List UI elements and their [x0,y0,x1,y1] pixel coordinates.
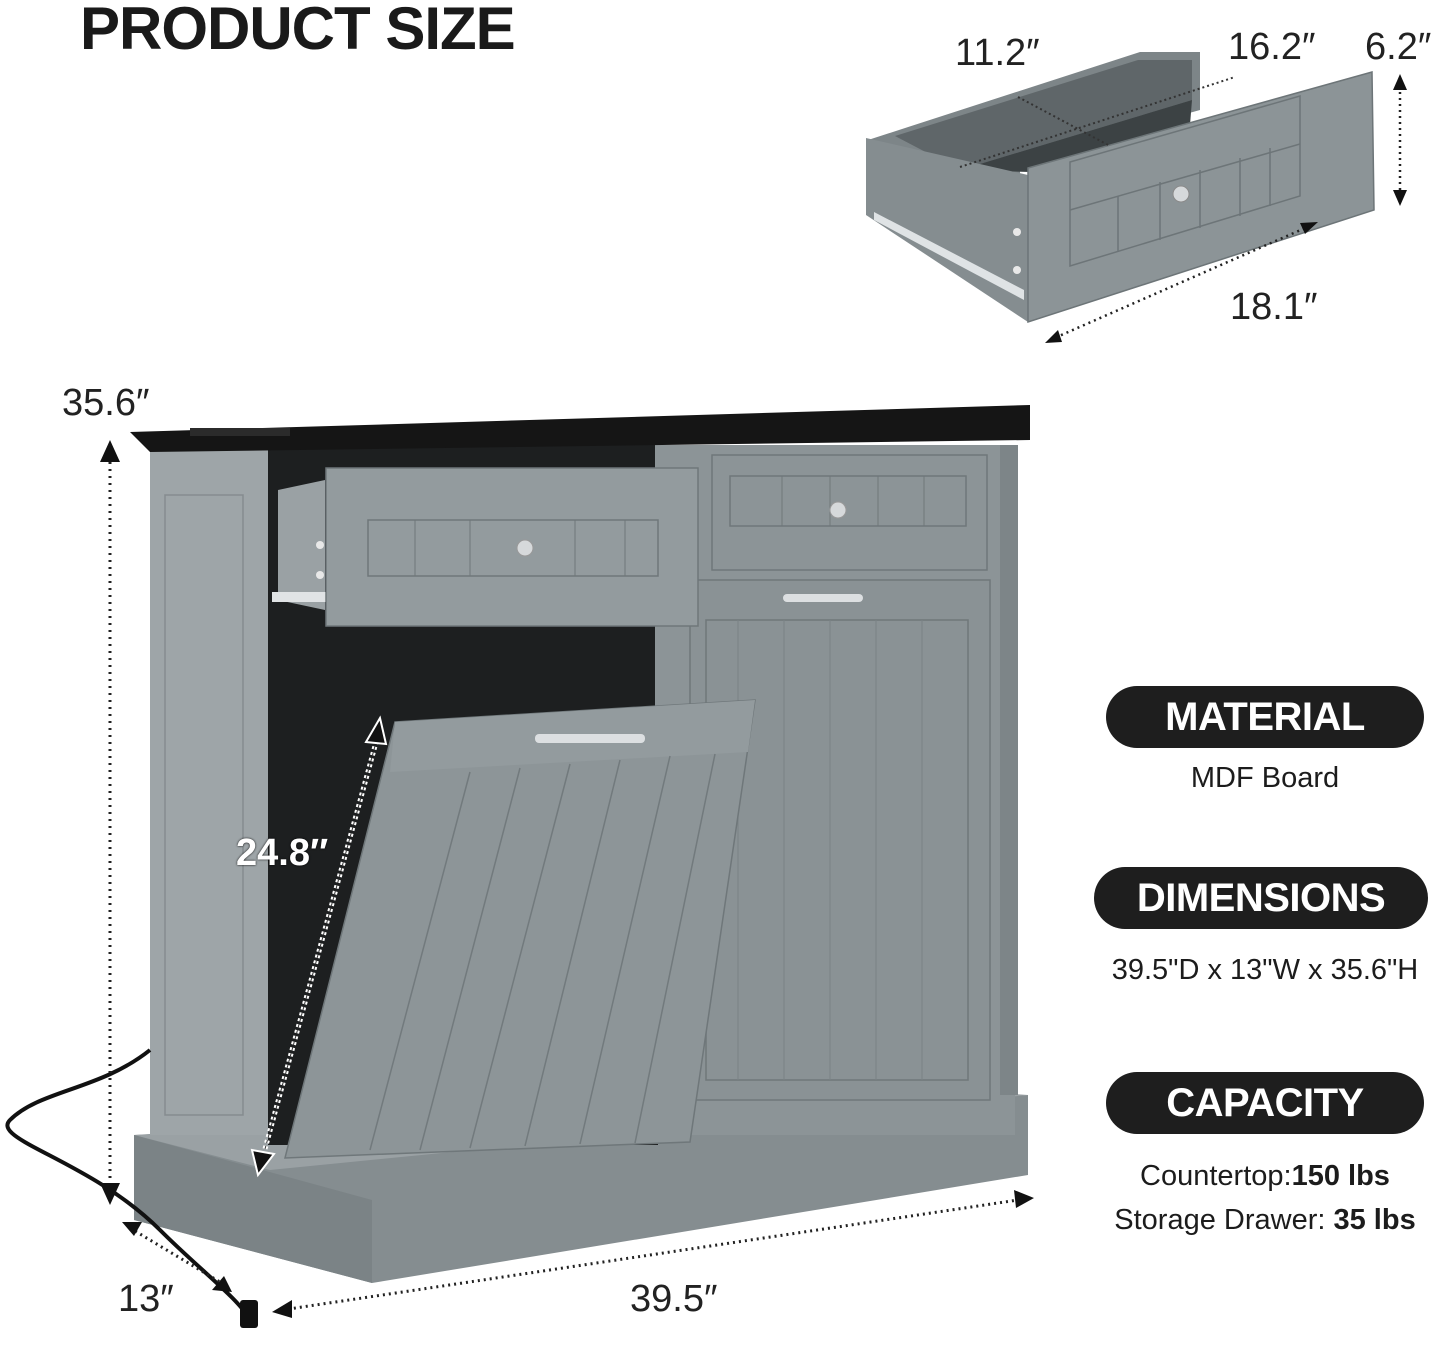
cabinet-depth-label: 13″ [118,1278,174,1320]
cabinet-width-label: 39.5″ [630,1278,718,1320]
specs-panel: MATERIAL MDF Board DIMENSIONS 39.5"D x 1… [1090,680,1435,1240]
material-value: MDF Board [1190,762,1340,794]
dimensions-badge: DIMENSIONS [1094,867,1428,929]
drawer-height-label: 6.2″ [1365,26,1432,68]
page-title: PRODUCT SIZE [80,0,516,62]
drawer-inner-width-label: 16.2″ [1228,26,1316,68]
drawer-illustration [866,52,1407,343]
tilt-door-height-label: 24.8″ [236,832,329,874]
drawer-diagram: 11.2″ 16.2″ 6.2″ 18.1″ [0,0,1445,360]
capacity-countertop: Countertop:150 lbs [1090,1160,1440,1193]
capacity-countertop-value: 150 lbs [1291,1160,1390,1192]
dimensions-value: 39.5"D x 13"W x 35.6"H [1111,954,1419,986]
cabinet-height-label: 35.6″ [62,382,150,424]
drawer-depth-label: 11.2″ [955,32,1040,74]
capacity-drawer: Storage Drawer: 35 lbs [1090,1204,1440,1237]
capacity-badge: CAPACITY [1106,1072,1424,1134]
cabinet-diagram: 35.6″ 24.8″ 13″ 39.5″ [0,360,1080,1352]
material-badge: MATERIAL [1106,686,1424,748]
capacity-drawer-value: 35 lbs [1333,1204,1416,1236]
capacity-drawer-label: Storage Drawer: [1114,1204,1334,1236]
cabinet-illustration [5,405,1034,1328]
drawer-width-label: 18.1″ [1230,286,1318,328]
capacity-countertop-label: Countertop: [1140,1160,1292,1192]
